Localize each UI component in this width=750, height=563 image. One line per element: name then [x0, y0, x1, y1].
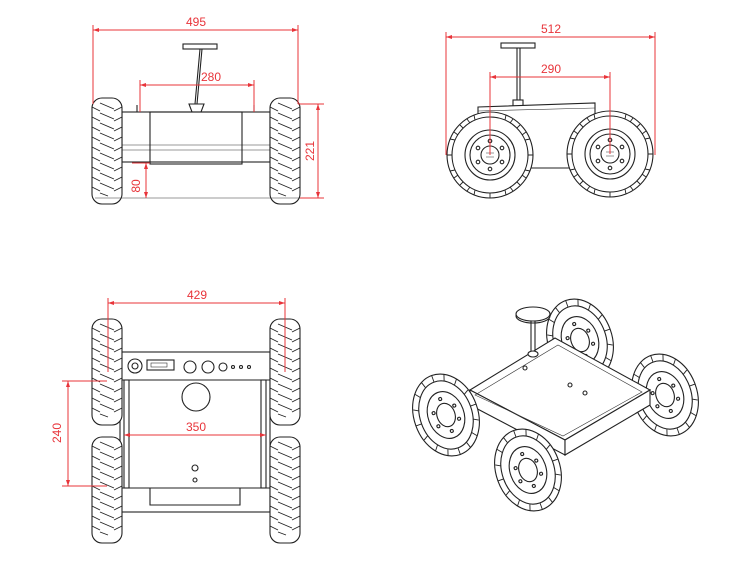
top-rear-left-wheel [91, 436, 123, 544]
power-switch-icon [127, 358, 143, 374]
side-antenna-top [500, 42, 536, 49]
dim-label-280: 280 [201, 70, 221, 84]
dim-label-512: 512 [541, 22, 561, 36]
dim-ground-clearance: 80 [129, 162, 150, 198]
dim-front-inner-width: 280 [139, 70, 255, 112]
dim-label-221: 221 [303, 141, 317, 161]
front-right-wheel [269, 97, 301, 205]
connector-1 [183, 360, 197, 374]
top-chassis [119, 351, 271, 513]
top-rear-right-wheel [269, 436, 301, 544]
antenna-mount-hole [181, 382, 211, 412]
isometric-view [401, 289, 710, 521]
dim-label-495: 495 [186, 15, 206, 29]
dim-label-429: 429 [187, 288, 207, 302]
dim-side-wheelbase: 290 [489, 62, 611, 155]
top-front-left-wheel [91, 318, 123, 426]
dim-front-height: 221 [298, 103, 324, 199]
dim-label-290: 290 [541, 62, 561, 76]
dim-label-350: 350 [186, 420, 206, 434]
side-view: 512 290 [445, 22, 656, 199]
front-view: 495 280 221 80 [91, 15, 324, 205]
connector-2 [201, 360, 215, 374]
dim-top-wheelbase: 240 [50, 380, 107, 487]
dim-label-240: 240 [50, 423, 64, 443]
front-body [121, 111, 271, 163]
dim-top-overall-width: 429 [107, 288, 286, 372]
dim-front-overall-width: 495 [92, 15, 299, 104]
antenna-top [182, 43, 218, 50]
dim-top-track: 350 [124, 420, 266, 437]
display-port [146, 359, 175, 371]
top-view: 429 350 240 [50, 288, 301, 544]
front-left-wheel [91, 97, 123, 205]
iso-top-plate [468, 337, 652, 441]
dim-label-80: 80 [129, 179, 143, 193]
dim-side-overall-length: 512 [445, 22, 656, 155]
iso-front-left-wheel [401, 364, 491, 466]
